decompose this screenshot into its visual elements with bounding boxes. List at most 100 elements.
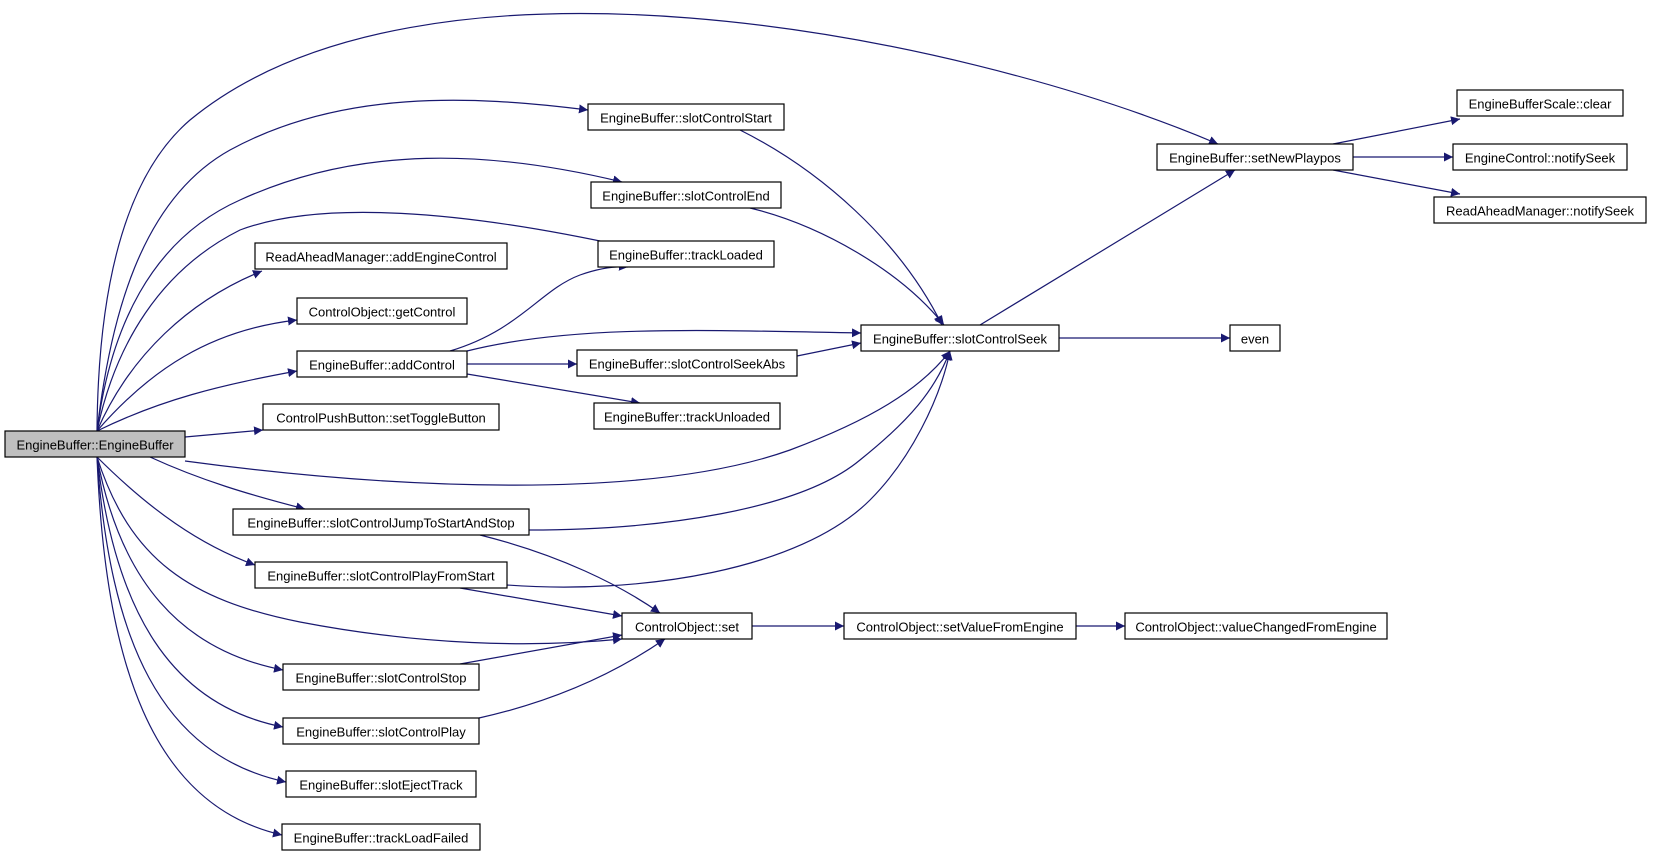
node-box[interactable] (254, 242, 508, 270)
node-box[interactable] (1433, 196, 1647, 224)
node-setToggleButton[interactable]: ControlPushButton::setToggleButton (262, 403, 500, 431)
node-label: EngineBuffer::addControl (309, 358, 455, 373)
edge-setNewPlaypos-to-clear (1332, 116, 1461, 145)
node-box[interactable] (1452, 143, 1628, 171)
node-box[interactable] (296, 350, 468, 378)
edge-slotControlJumpToStartAndStop-to-coSet (479, 534, 661, 614)
node-box[interactable] (1229, 324, 1281, 352)
node-trackLoadFailed[interactable]: EngineBuffer::trackLoadFailed (281, 823, 481, 851)
node-box[interactable] (285, 770, 477, 798)
node-label: EngineBuffer::slotControlPlay (296, 725, 466, 740)
nodes-layer: EngineBuffer::EngineBufferEngineBuffer::… (4, 89, 1647, 851)
edge-slotControlSeek-to-setNewPlaypos (979, 169, 1236, 326)
edge-root-to-slotControlJumpToStartAndStop (149, 456, 306, 512)
edge-root-to-slotControlPlay (96, 456, 284, 730)
node-label: EngineBuffer::slotControlSeekAbs (589, 357, 786, 372)
edge-slotControlJumpToStartAndStop-to-slotControlSeek (528, 350, 951, 531)
node-slotControlJumpToStartAndStop[interactable]: EngineBuffer::slotControlJumpToStartAndS… (232, 508, 530, 536)
node-box[interactable] (4, 430, 186, 458)
node-slotControlEnd[interactable]: EngineBuffer::slotControlEnd (590, 181, 782, 209)
edge-root-to-slotControlPlayFromStart (96, 456, 256, 567)
node-label: ControlPushButton::setToggleButton (276, 411, 486, 426)
node-label: ControlObject::getControl (309, 305, 456, 320)
node-label: EngineBuffer::trackLoaded (609, 248, 763, 263)
node-label: EngineBuffer::slotEjectTrack (299, 778, 463, 793)
node-slotControlStop[interactable]: EngineBuffer::slotControlStop (282, 663, 480, 691)
node-box[interactable] (860, 324, 1060, 352)
edge-addControl-to-trackUnloaded (466, 373, 641, 406)
edge-slotControlStart-to-slotControlSeek (739, 129, 943, 326)
node-label: EngineBuffer::slotControlPlayFromStart (267, 569, 495, 584)
edge-root-to-slotControlStop (96, 456, 284, 673)
node-box[interactable] (282, 663, 480, 691)
node-label: ControlObject::valueChangedFromEngine (1135, 620, 1376, 635)
edge-slotControlEnd-to-slotControlSeek (749, 207, 945, 326)
node-setValueFromEngine[interactable]: ControlObject::setValueFromEngine (843, 612, 1077, 640)
edge-slotControlPlayFromStart-to-coSet (459, 587, 623, 619)
node-box[interactable] (593, 402, 781, 430)
node-slotEjectTrack[interactable]: EngineBuffer::slotEjectTrack (285, 770, 477, 798)
edge-addControl-to-slotControlSeek (466, 328, 862, 352)
edge-root-to-slotControlEnd (96, 157, 623, 432)
node-slotControlSeek[interactable]: EngineBuffer::slotControlSeek (860, 324, 1060, 352)
node-box[interactable] (621, 612, 753, 640)
node-box[interactable] (262, 403, 500, 431)
edge-slotControlStop-to-coSet (459, 632, 623, 665)
edges-layer (96, 12, 1461, 838)
node-box[interactable] (232, 508, 530, 536)
node-label: EngineControl::notifySeek (1465, 151, 1616, 166)
edge-root-to-coSet (96, 456, 623, 645)
node-label: EngineBuffer::slotControlStart (600, 111, 772, 126)
node-box[interactable] (843, 612, 1077, 640)
edge-root-to-slotControlStart (96, 99, 589, 432)
node-slotControlPlay[interactable]: EngineBuffer::slotControlPlay (282, 717, 480, 745)
node-box[interactable] (597, 240, 775, 268)
node-slotControlPlayFromStart[interactable]: EngineBuffer::slotControlPlayFromStart (254, 561, 508, 589)
edge-root-to-trackLoadFailed (96, 456, 283, 838)
node-label: EngineBuffer::setNewPlaypos (1169, 151, 1341, 166)
edge-root-to-trackLoaded (96, 211, 629, 432)
node-box[interactable] (1124, 612, 1388, 640)
node-label: EngineBuffer::EngineBuffer (16, 438, 174, 453)
node-slotControlSeekAbs[interactable]: EngineBuffer::slotControlSeekAbs (576, 349, 798, 377)
node-trackLoaded[interactable]: EngineBuffer::trackLoaded (597, 240, 775, 268)
edge-root-to-addEngineControl (96, 270, 263, 432)
node-label: ControlObject::setValueFromEngine (856, 620, 1063, 635)
node-setNewPlaypos[interactable]: EngineBuffer::setNewPlaypos (1156, 143, 1354, 171)
node-box[interactable] (254, 561, 508, 589)
node-label: even (1241, 332, 1269, 347)
node-box[interactable] (1456, 89, 1624, 117)
node-ecNotifySeek[interactable]: EngineControl::notifySeek (1452, 143, 1628, 171)
node-root[interactable]: EngineBuffer::EngineBuffer (4, 430, 186, 458)
node-box[interactable] (296, 297, 468, 325)
node-trackUnloaded[interactable]: EngineBuffer::trackUnloaded (593, 402, 781, 430)
node-label: EngineBufferScale::clear (1469, 97, 1613, 112)
edge-root-to-addControl (96, 368, 298, 432)
node-box[interactable] (1156, 143, 1354, 171)
node-label: EngineBuffer::slotControlJumpToStartAndS… (247, 516, 514, 531)
node-addEngineControl[interactable]: ReadAheadManager::addEngineControl (254, 242, 508, 270)
node-slotControlStart[interactable]: EngineBuffer::slotControlStart (587, 103, 785, 131)
node-label: EngineBuffer::trackUnloaded (604, 410, 770, 425)
node-box[interactable] (576, 349, 798, 377)
edge-slotControlSeekAbs-to-slotControlSeek (796, 340, 862, 357)
node-label: ReadAheadManager::notifySeek (1446, 204, 1634, 219)
node-getControl[interactable]: ControlObject::getControl (296, 297, 468, 325)
node-label: EngineBuffer::slotControlStop (295, 671, 466, 686)
node-box[interactable] (590, 181, 782, 209)
node-label: EngineBuffer::slotControlEnd (602, 189, 769, 204)
edge-root-to-setToggleButton (184, 426, 264, 438)
node-box[interactable] (281, 823, 481, 851)
node-ramNotifySeek[interactable]: ReadAheadManager::notifySeek (1433, 196, 1647, 224)
edge-root-to-getControl (96, 316, 298, 432)
node-coSet[interactable]: ControlObject::set (621, 612, 753, 640)
node-clear[interactable]: EngineBufferScale::clear (1456, 89, 1624, 117)
edge-root-to-slotEjectTrack (96, 456, 287, 785)
node-valueChangedFromEngine[interactable]: ControlObject::valueChangedFromEngine (1124, 612, 1388, 640)
node-addControl[interactable]: EngineBuffer::addControl (296, 350, 468, 378)
node-box[interactable] (587, 103, 785, 131)
node-box[interactable] (282, 717, 480, 745)
node-even[interactable]: even (1229, 324, 1281, 352)
node-label: ReadAheadManager::addEngineControl (265, 250, 496, 265)
